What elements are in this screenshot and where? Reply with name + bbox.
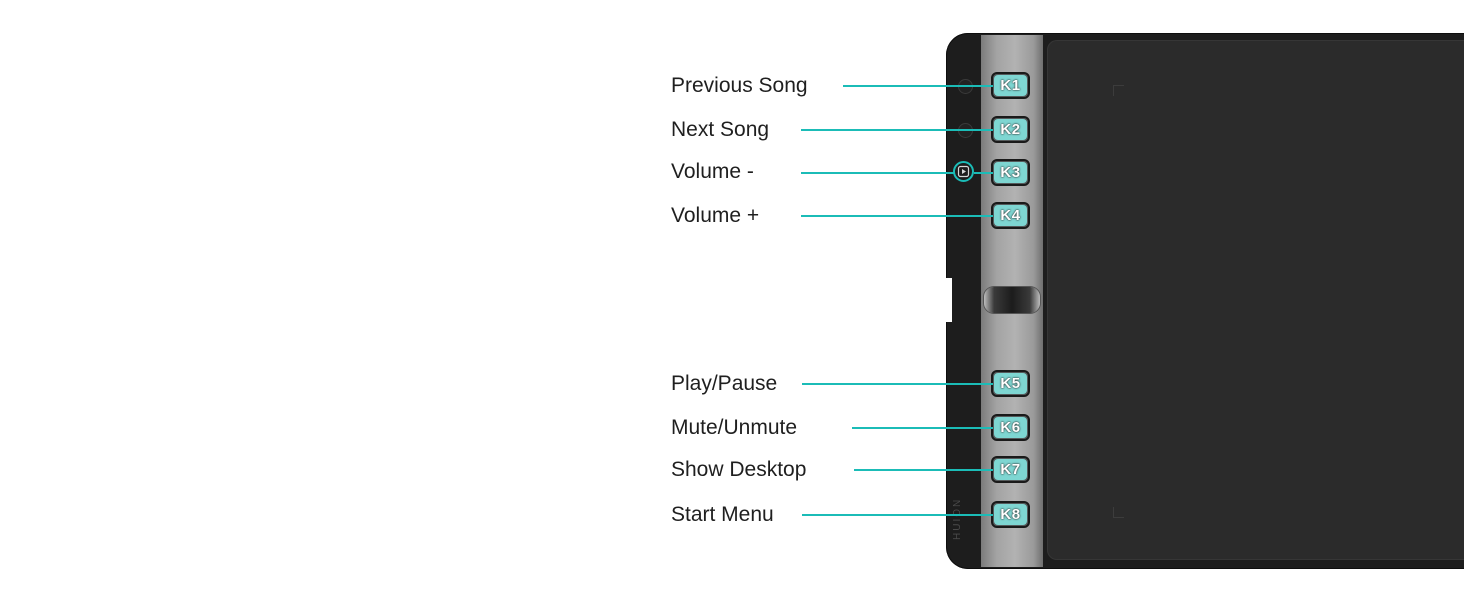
key-label: K3 [994, 162, 1027, 183]
leader-line [802, 383, 993, 385]
label-mute-unmute: Mute/Unmute [671, 416, 798, 439]
key-label: K1 [994, 75, 1027, 96]
label-start-menu: Start Menu [671, 503, 774, 526]
leader-line [852, 427, 993, 429]
leader-line [974, 172, 993, 174]
tablet-side-notch [946, 278, 952, 322]
key-label: K5 [994, 373, 1027, 394]
express-key-k6[interactable]: K6 [991, 414, 1030, 441]
tablet-work-area [1047, 40, 1464, 560]
brand-logo: HUION [952, 497, 963, 540]
express-key-k4[interactable]: K4 [991, 202, 1030, 229]
key-label: K6 [994, 417, 1027, 438]
express-key-k3[interactable]: K3 [991, 159, 1030, 186]
express-key-k5[interactable]: K5 [991, 370, 1030, 397]
label-next-song: Next Song [671, 118, 770, 141]
leader-line [801, 172, 954, 174]
play-button-highlight-icon [953, 161, 974, 182]
label-previous-song: Previous Song [671, 74, 808, 97]
leader-line [801, 215, 993, 217]
label-volume-down: Volume - [671, 160, 754, 183]
leader-line [843, 85, 993, 87]
express-key-k1[interactable]: K1 [991, 72, 1030, 99]
key-label: K7 [994, 459, 1027, 480]
leader-line [802, 514, 993, 516]
express-key-k7[interactable]: K7 [991, 456, 1030, 483]
label-show-desktop: Show Desktop [671, 458, 807, 481]
leader-line [854, 469, 993, 471]
label-volume-up: Volume + [671, 204, 760, 227]
label-play-pause: Play/Pause [671, 372, 778, 395]
express-key-k2[interactable]: K2 [991, 116, 1030, 143]
scroll-dial[interactable] [984, 287, 1040, 313]
key-label: K4 [994, 205, 1027, 226]
work-area-corner-mark [1113, 507, 1124, 518]
work-area-corner-mark [1113, 85, 1124, 96]
express-key-k8[interactable]: K8 [991, 501, 1030, 528]
leader-line [801, 129, 993, 131]
key-label: K2 [994, 119, 1027, 140]
key-label: K8 [994, 504, 1027, 525]
